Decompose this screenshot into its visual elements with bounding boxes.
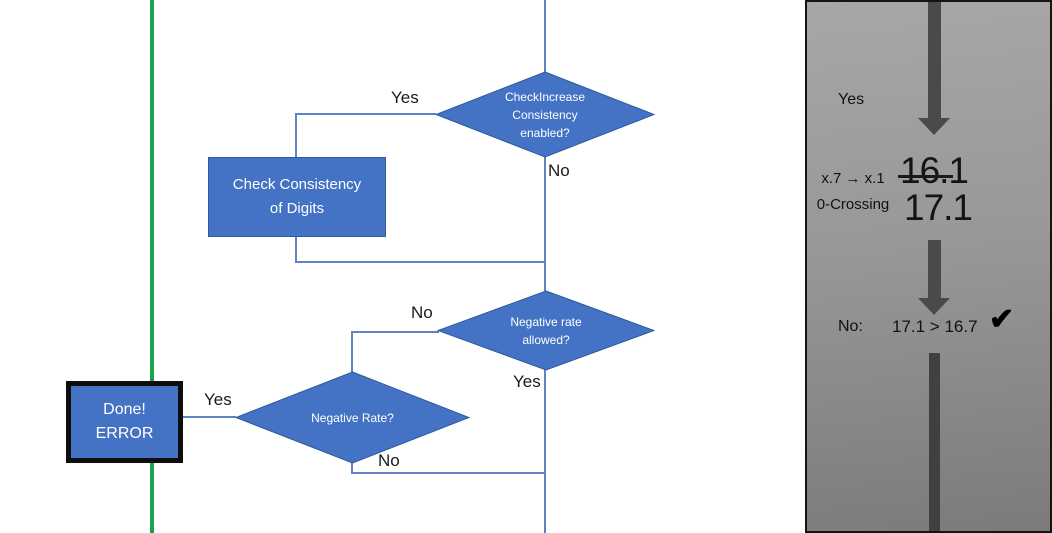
- label-yes-check-increase: Yes: [391, 88, 419, 107]
- label-no-negative-rate-allowed: No: [411, 303, 433, 322]
- process-check-consistency-of-digits: Check Consistency of Digits: [208, 157, 386, 237]
- connector-no2-horizontal: [352, 331, 439, 333]
- decision-check-increase-consistency: CheckIncrease Consistency enabled?: [435, 71, 655, 158]
- decision-negative-rate-allowed-label: Negative rate allowed?: [510, 314, 582, 347]
- old-value-text: 16.1: [900, 150, 969, 191]
- decision-negative-rate-label: Negative Rate?: [311, 410, 394, 425]
- panel-no-label: No:: [838, 318, 863, 335]
- connector-rect-right: [295, 261, 546, 263]
- connector-yes-vertical: [295, 113, 297, 158]
- down-arrow-head-icon: [918, 298, 950, 315]
- label-yes-negative-rate-allowed: Yes: [513, 372, 541, 391]
- panel-yes-label: Yes: [838, 91, 865, 108]
- rule-line-2: 0-Crossing: [816, 196, 890, 213]
- connector-no3-horizontal: [351, 472, 546, 474]
- connector-rect-down: [295, 234, 297, 263]
- comparison-text: 17.1 > 16.7: [892, 317, 978, 336]
- connector-yes3-horizontal: [172, 416, 236, 418]
- connector-no-vertical: [544, 157, 546, 291]
- label-no-check-increase: No: [548, 161, 570, 180]
- connector-top-vertical: [544, 0, 546, 72]
- decision-negative-rate: Negative Rate?: [235, 371, 470, 464]
- rule-text-block: x.7 → x.1 0-Crossing: [807, 166, 899, 218]
- rule-line-1: x.7 → x.1: [821, 170, 885, 187]
- down-arrow-head-icon: [918, 118, 950, 135]
- diamond-shape: [235, 371, 470, 464]
- diamond-shape: [437, 290, 655, 371]
- connector-yes-horizontal: [295, 113, 436, 115]
- down-arrow-icon: [928, 240, 941, 298]
- green-divider-line: [150, 0, 154, 533]
- connector-yes2-vertical: [544, 369, 546, 533]
- decision-negative-rate-allowed: Negative rate allowed?: [437, 290, 655, 371]
- decision-check-increase-label: CheckIncrease Consistency enabled?: [504, 89, 586, 140]
- side-panel-example: Yes x.7 → x.1 0-Crossing 16.1 17.1 No: 1…: [805, 0, 1052, 533]
- strikethrough-line: [898, 175, 953, 178]
- label-no-negative-rate: No: [378, 451, 400, 470]
- new-value-text: 17.1: [904, 187, 973, 228]
- label-yes-negative-rate: Yes: [204, 390, 232, 409]
- terminal-done-error: Done! ERROR: [66, 381, 183, 463]
- checkmark-icon: ✔: [989, 303, 1015, 336]
- diamond-shape: [435, 71, 655, 158]
- connector-no3-vertical: [351, 462, 353, 474]
- down-arrow-icon: [928, 2, 941, 118]
- connector-no2-vertical: [351, 331, 353, 372]
- down-arrow-bar-icon: [929, 353, 940, 531]
